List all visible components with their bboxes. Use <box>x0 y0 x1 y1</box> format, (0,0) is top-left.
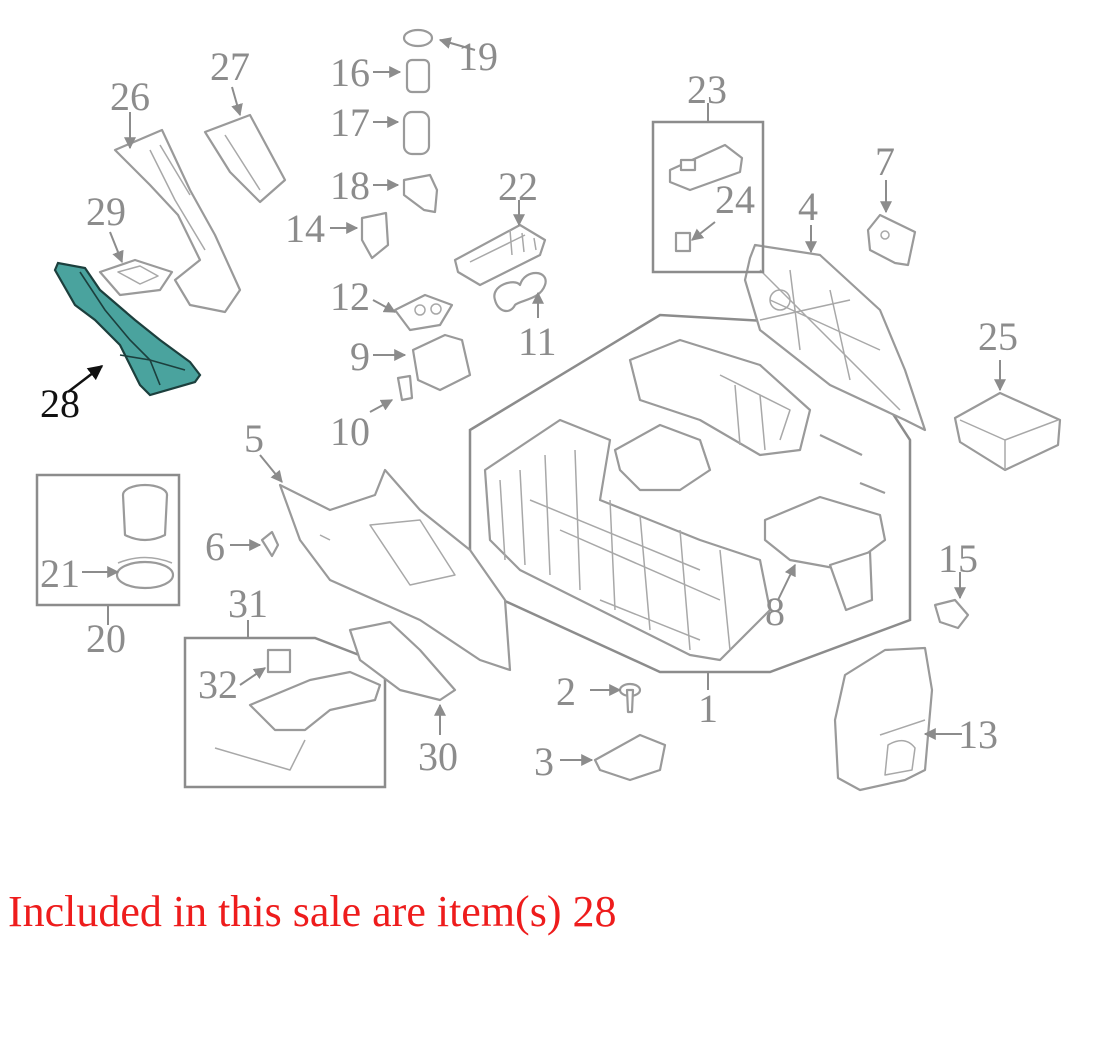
callout-17: 17 <box>330 100 370 145</box>
part-19-cap <box>402 28 434 48</box>
part-7-bracket <box>866 213 917 267</box>
callout-19: 19 <box>458 34 498 79</box>
part-30-boot <box>348 620 457 702</box>
part-13-rear-panel <box>833 646 934 792</box>
callout-21: 21 <box>40 551 80 596</box>
leader-lines <box>67 37 1006 766</box>
callout-27: 27 <box>210 44 250 89</box>
callout-11: 11 <box>518 319 557 364</box>
part-4-side-panel <box>743 243 927 432</box>
sale-caption: Included in this sale are item(s) 28 <box>8 887 617 936</box>
part-17-socket-housing <box>402 110 431 156</box>
callout-30: 30 <box>418 734 458 779</box>
part-12-cover <box>393 293 454 332</box>
callout-20: 20 <box>86 616 126 661</box>
part-16-socket <box>405 58 431 94</box>
part-28-highlighted-trim <box>53 261 202 397</box>
part-15-clip <box>933 598 970 630</box>
part-11-cup-mat <box>493 271 547 313</box>
part-25-storage-tray <box>953 391 1062 472</box>
callout-3: 3 <box>534 739 554 784</box>
part-5-lower-trim <box>278 468 512 672</box>
callout-32: 32 <box>198 662 238 707</box>
callout-7: 7 <box>875 139 895 184</box>
callout-15: 15 <box>938 536 978 581</box>
callout-16: 16 <box>330 50 370 95</box>
callout-2: 2 <box>556 669 576 714</box>
part-14-socket <box>360 211 390 260</box>
part-3-bracket <box>593 733 667 782</box>
callout-4: 4 <box>798 184 818 229</box>
callout-13: 13 <box>958 712 998 757</box>
callout-26: 26 <box>110 74 150 119</box>
callout-24: 24 <box>715 177 755 222</box>
part-20-ring-assembly <box>35 473 181 607</box>
callout-1: 1 <box>698 686 718 731</box>
parts-diagram: 1 2 3 4 5 6 7 8 9 10 11 12 13 14 15 16 1… <box>35 28 1062 792</box>
callout-10: 10 <box>330 409 370 454</box>
callout-12: 12 <box>330 274 370 319</box>
part-18-socket-ring <box>402 173 439 214</box>
callout-9: 9 <box>350 334 370 379</box>
part-8-armrest-lid <box>763 495 887 612</box>
part-27-gate-plate <box>203 113 287 204</box>
part-6-clip <box>260 530 280 558</box>
callout-25: 25 <box>978 314 1018 359</box>
part-1-console-body <box>468 313 912 674</box>
callout-14: 14 <box>285 206 325 251</box>
callout-28: 28 <box>40 381 80 426</box>
callout-29: 29 <box>86 189 126 234</box>
part-29-bezel <box>98 258 174 297</box>
callout-8: 8 <box>765 589 785 634</box>
callout-5: 5 <box>244 416 264 461</box>
part-10-clip <box>396 374 414 402</box>
part-9-bracket <box>411 333 472 392</box>
callout-23: 23 <box>687 67 727 112</box>
callout-6: 6 <box>205 524 225 569</box>
part-2-bolt <box>618 682 642 714</box>
callout-31: 31 <box>228 581 268 626</box>
callout-18: 18 <box>330 163 370 208</box>
part-26-upper-trim <box>113 128 242 314</box>
part-31-shifter-assembly <box>183 636 387 789</box>
callout-22: 22 <box>498 164 538 209</box>
callout-numbers: 1 2 3 4 5 6 7 8 9 10 11 12 13 14 15 16 1… <box>40 34 1018 784</box>
